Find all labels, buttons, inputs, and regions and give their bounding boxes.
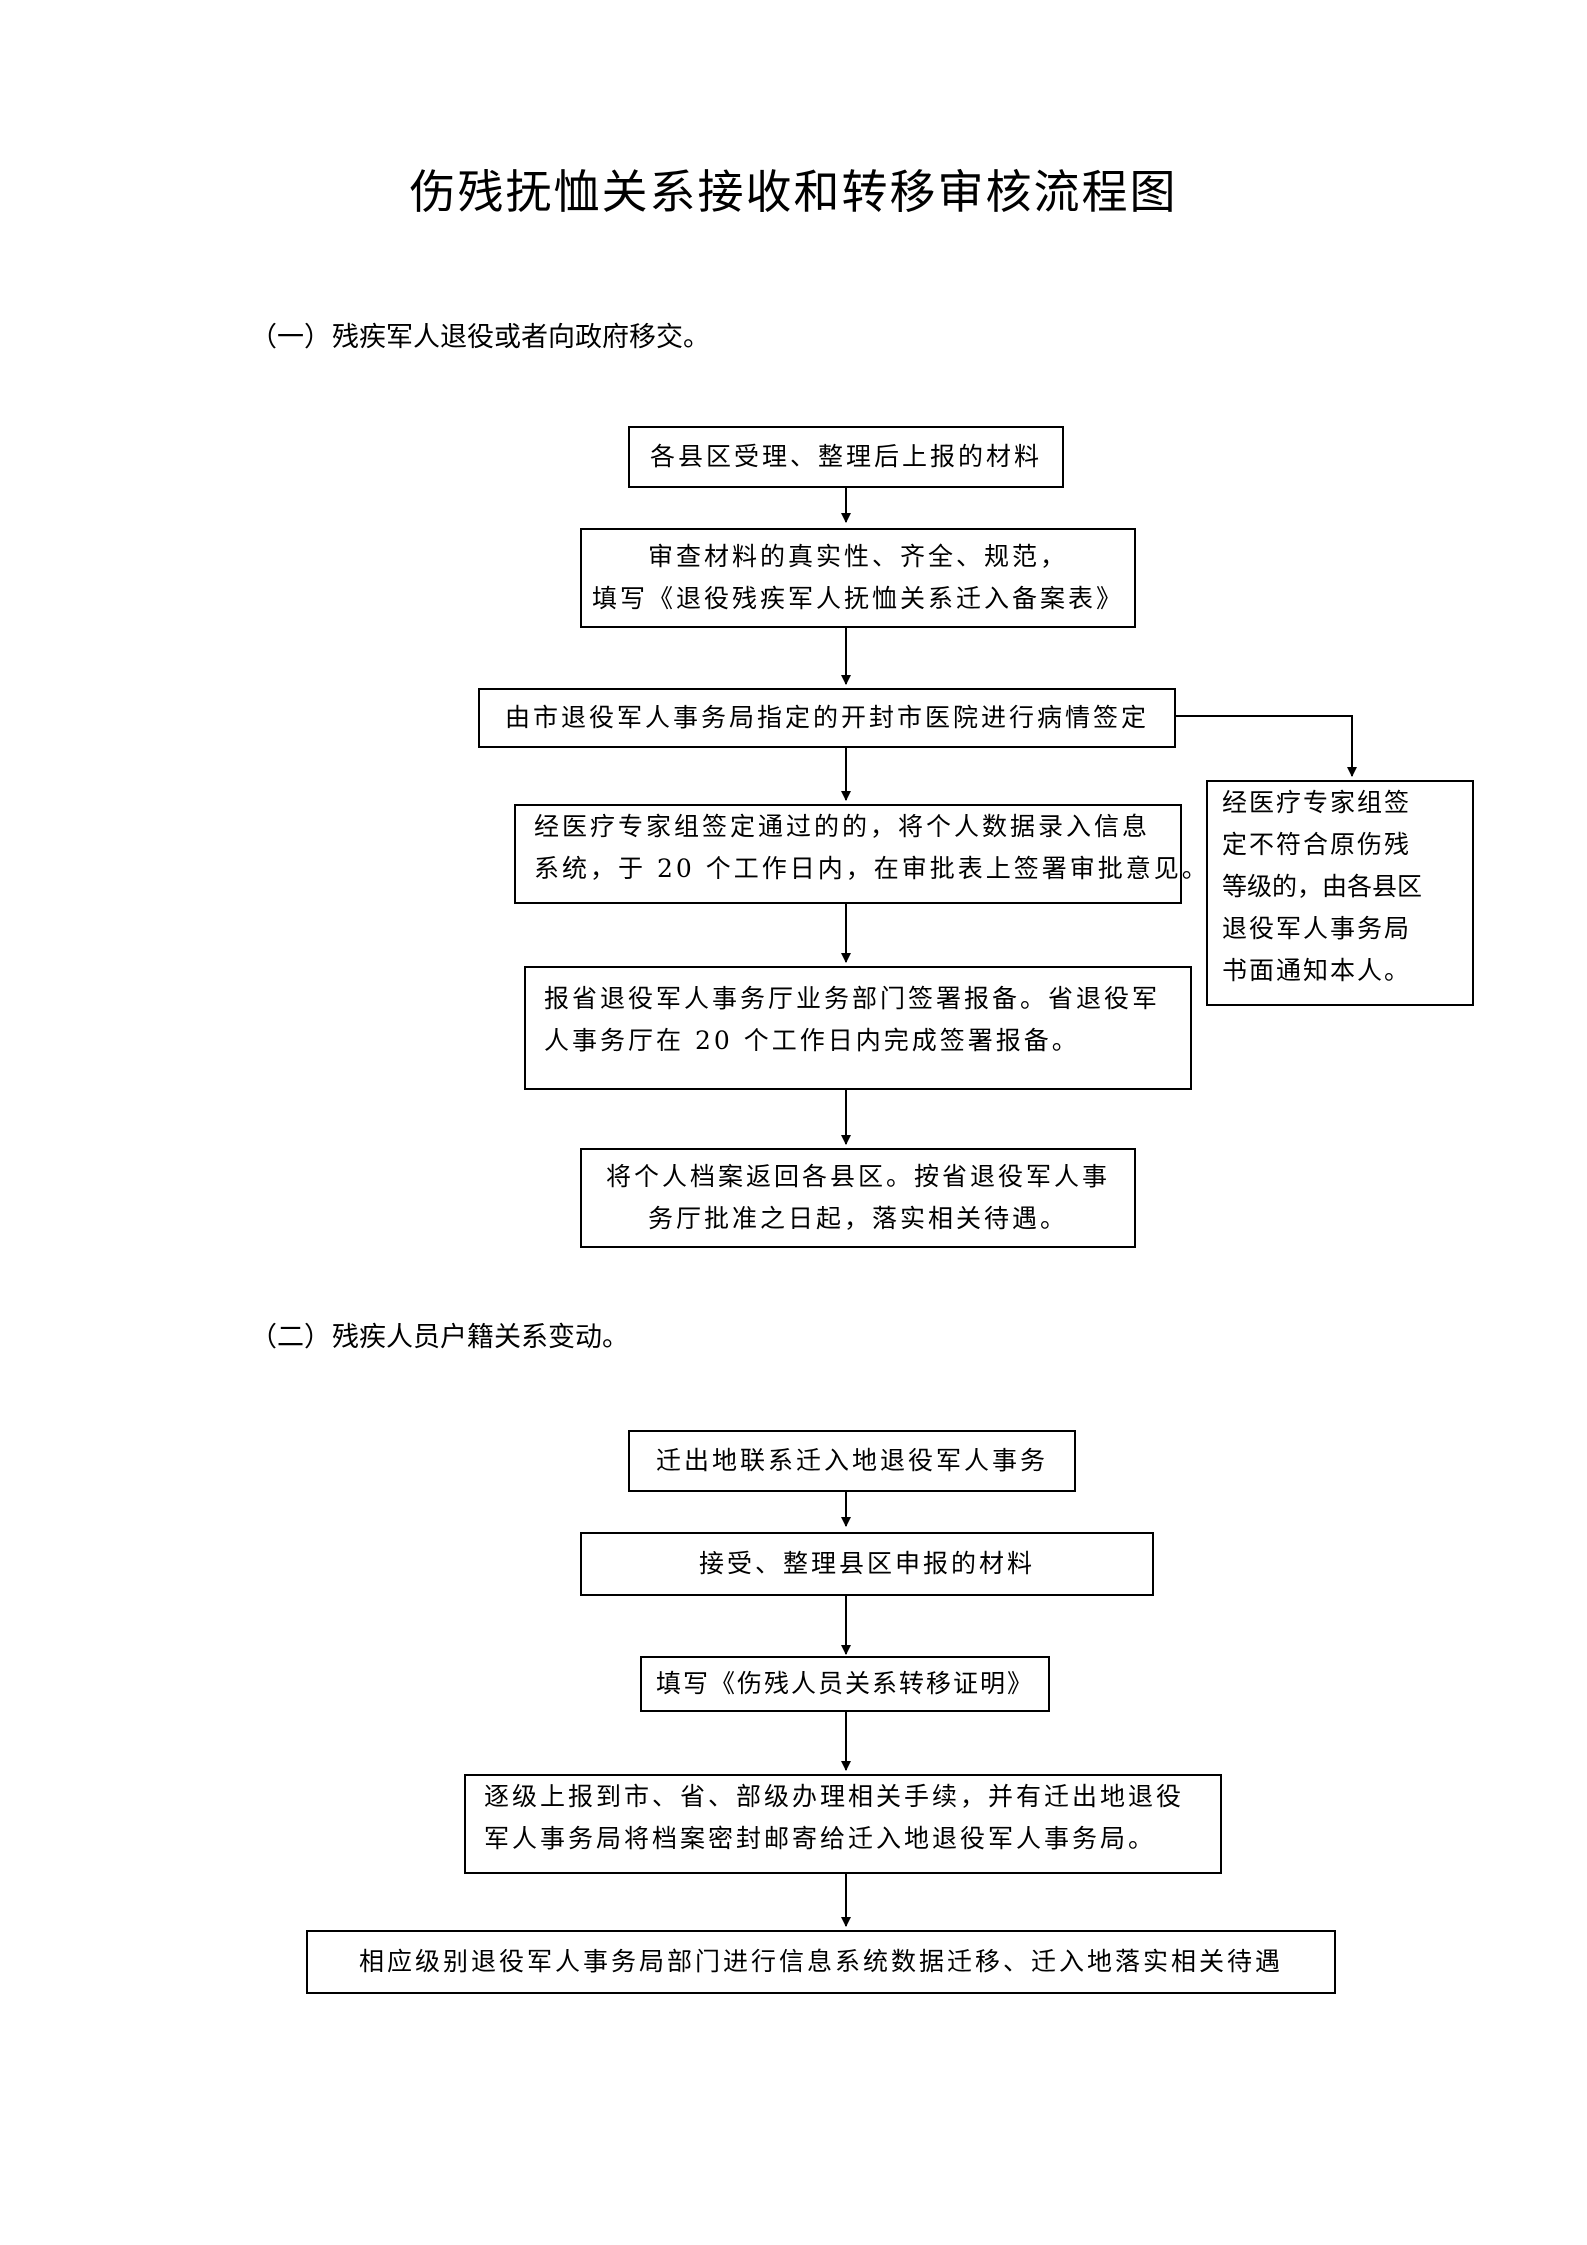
- page-title: 伤残抚恤关系接收和转移审核流程图: [409, 165, 1178, 219]
- transfer-step-2-box: 接受、整理县区申报的材料: [580, 1532, 1154, 1596]
- step-6-line-2: 务厅批准之日起，落实相关待遇。: [647, 1204, 1068, 1233]
- step-1-line-1: 各县区受理、整理后上报的材料: [649, 442, 1042, 471]
- side-note-line-3: 等级的，由各县区: [1222, 872, 1423, 901]
- section-title-1: 残疾军人退役或者向政府移交。: [332, 322, 710, 353]
- side-note-box: 经医疗专家组签 定不符合原伤残 等级的，由各县区 退役军人事务局 书面通知本人。: [1206, 780, 1474, 1006]
- transfer-step-5-line-1: 相应级别退役军人事务局部门进行信息系统数据迁移、迁入地落实相关待遇: [358, 1947, 1283, 1976]
- step-1-box: 各县区受理、整理后上报的材料: [628, 426, 1064, 488]
- side-note-line-5: 书面通知本人。: [1222, 956, 1412, 985]
- side-note-line-4: 退役军人事务局: [1222, 914, 1412, 943]
- step-4-line-1: 经医疗专家组签定通过的的，将个人数据录入信息: [534, 812, 1151, 841]
- transfer-step-4-box: 逐级上报到市、省、部级办理相关手续，并有迁出地退役 军人事务局将档案密封邮寄给迁…: [464, 1774, 1222, 1874]
- transfer-step-4-line-2: 军人事务局将档案密封邮寄给迁入地退役军人事务局。: [484, 1824, 1157, 1853]
- transfer-step-2-line-1: 接受、整理县区申报的材料: [698, 1549, 1035, 1578]
- section-title-2: 残疾人员户籍关系变动。: [332, 1322, 629, 1353]
- arrow-3-side: [1176, 715, 1357, 777]
- step-6-box: 将个人档案返回各县区。按省退役军人事 务厅批准之日起，落实相关待遇。: [580, 1148, 1136, 1248]
- transfer-step-1-box: 迁出地联系迁入地退役军人事务: [628, 1430, 1076, 1492]
- section-number-2: （二）: [250, 1322, 331, 1353]
- side-note-line-1: 经医疗专家组签: [1222, 788, 1412, 817]
- side-note-line-2: 定不符合原伤残: [1222, 830, 1412, 859]
- step-4-line-2: 系统，于 20 个工作日内，在审批表上签署审批意见。: [534, 854, 1210, 883]
- transfer-step-4-line-1: 逐级上报到市、省、部级办理相关手续，并有迁出地退役: [484, 1782, 1185, 1811]
- step-2-box: 审查材料的真实性、齐全、规范， 填写《退役残疾军人抚恤关系迁入备案表》: [580, 528, 1136, 628]
- step-5-line-2: 人事务厅在 20 个工作日内完成签署报备。: [544, 1026, 1080, 1055]
- step-2-line-2: 填写《退役残疾军人抚恤关系迁入备案表》: [592, 584, 1125, 613]
- step-4-box: 经医疗专家组签定通过的的，将个人数据录入信息 系统，于 20 个工作日内，在审批…: [514, 804, 1207, 904]
- transfer-step-3-line-1: 填写《伤残人员关系转移证明》: [656, 1669, 1035, 1698]
- transfer-step-1-line-1: 迁出地联系迁入地退役军人事务: [655, 1446, 1048, 1475]
- step-3-box: 由市退役军人事务局指定的开封市医院进行病情签定: [478, 688, 1176, 748]
- step-5-line-1: 报省退役军人事务厅业务部门签署报备。省退役军: [544, 984, 1161, 1013]
- step-5-box: 报省退役军人事务厅业务部门签署报备。省退役军 人事务厅在 20 个工作日内完成签…: [524, 966, 1192, 1090]
- transfer-step-5-box: 相应级别退役军人事务局部门进行信息系统数据迁移、迁入地落实相关待遇: [306, 1930, 1336, 1994]
- step-2-line-1: 审查材料的真实性、齐全、规范，: [647, 542, 1068, 571]
- transfer-step-3-box: 填写《伤残人员关系转移证明》: [640, 1656, 1050, 1712]
- section-heading-2: （二）残疾人员户籍关系变动。: [250, 1318, 629, 1358]
- step-6-line-1: 将个人档案返回各县区。按省退役军人事: [605, 1162, 1110, 1191]
- section-heading-1: （一）残疾军人退役或者向政府移交。: [250, 318, 710, 358]
- step-3-line-1: 由市退役军人事务局指定的开封市医院进行病情签定: [504, 703, 1149, 732]
- section-number-1: （一）: [250, 322, 331, 353]
